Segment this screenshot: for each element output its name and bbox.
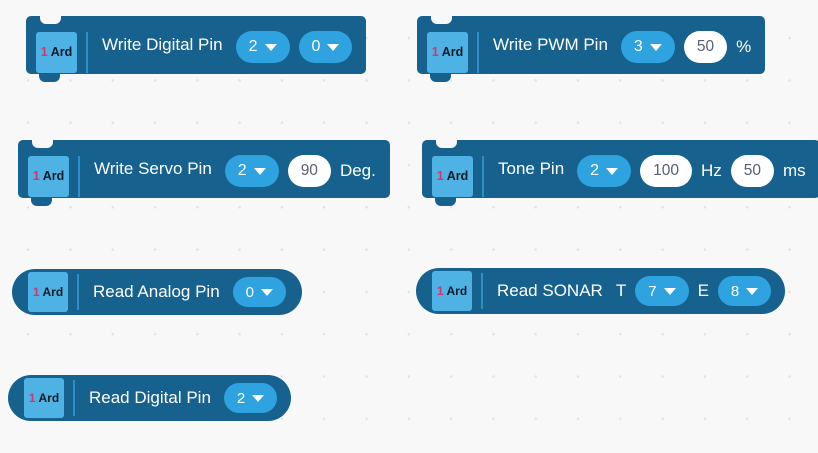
dropdown-value: 2 <box>590 162 600 179</box>
badge-label: Ard <box>42 169 65 183</box>
dropdown-value: 2 <box>237 162 247 179</box>
badge-label: Ard <box>446 169 469 183</box>
pin-dropdown[interactable]: 3 <box>620 31 675 63</box>
badge-number: 1 <box>436 169 444 183</box>
badge-label: Ard <box>50 45 73 59</box>
device-badge: 1 Ard <box>36 31 77 73</box>
unit-label: Deg. <box>339 161 376 180</box>
block-read-analog-pin[interactable]: 1 Ard Read Analog Pin 0 <box>12 269 302 315</box>
badge-number: 1 <box>32 285 40 299</box>
pin-dropdown[interactable]: 2 <box>223 383 278 413</box>
block-tone-pin[interactable]: 1 Ard Tone Pin 2 100 Hz 50 ms <box>422 140 818 206</box>
block-write-servo-pin[interactable]: 1 Ard Write Servo Pin 2 90 Deg. <box>18 140 390 206</box>
echo-arg-label: E <box>697 281 709 300</box>
block-label: Read SONAR <box>497 281 603 300</box>
block-label: Read Analog Pin <box>93 282 220 301</box>
dropdown-value: 2 <box>248 38 258 55</box>
device-badge: 1 Ard <box>28 155 69 197</box>
frequency-input[interactable]: 100 <box>640 155 692 187</box>
badge-separator <box>481 273 483 309</box>
badge-label: Ard <box>42 285 64 299</box>
chevron-down-icon <box>252 394 265 402</box>
block-label: Read Digital Pin <box>89 388 211 407</box>
badge-separator <box>78 155 80 197</box>
badge-separator <box>477 31 479 73</box>
badge-number: 1 <box>28 391 36 405</box>
chevron-down-icon <box>327 43 340 51</box>
badge-separator <box>482 155 484 197</box>
chevron-down-icon <box>663 287 676 295</box>
block-label: Write PWM Pin <box>493 35 608 54</box>
badge-number: 1 <box>40 45 48 59</box>
chevron-down-icon <box>746 287 759 295</box>
badge-separator <box>86 31 88 73</box>
unit-label: % <box>736 37 752 56</box>
device-badge: 1 Ard <box>427 31 468 73</box>
dropdown-value: 7 <box>648 282 657 300</box>
device-badge: 1 Ard <box>432 155 473 197</box>
badge-separator <box>77 274 79 310</box>
device-badge: 1 Ard <box>28 272 68 312</box>
pin-dropdown[interactable]: 0 <box>232 277 286 307</box>
dropdown-value: 0 <box>311 38 321 55</box>
badge-number: 1 <box>436 284 444 298</box>
unit-label: ms <box>782 161 806 180</box>
dropdown-value: 2 <box>236 389 246 407</box>
chevron-down-icon <box>606 167 619 175</box>
chevron-down-icon <box>264 43 277 51</box>
chevron-down-icon <box>253 167 266 175</box>
chevron-down-icon <box>261 288 273 296</box>
block-label: Write Servo Pin <box>94 159 212 178</box>
badge-number: 1 <box>32 169 40 183</box>
block-write-digital-pin[interactable]: 1 Ard Write Digital Pin 2 0 <box>26 16 367 82</box>
trigger-pin-dropdown[interactable]: 7 <box>635 276 689 306</box>
echo-pin-dropdown[interactable]: 8 <box>717 276 772 306</box>
block-label: Write Digital Pin <box>102 35 223 54</box>
badge-separator <box>73 380 75 416</box>
servo-angle-input[interactable]: 90 <box>287 155 331 187</box>
trigger-arg-label: T <box>615 281 627 300</box>
badge-label: Ard <box>441 45 464 59</box>
pin-dropdown[interactable]: 2 <box>224 155 279 187</box>
badge-number: 1 <box>431 45 439 59</box>
block-read-sonar[interactable]: 1 Ard Read SONAR T 7 E 8 <box>416 268 786 314</box>
device-badge: 1 Ard <box>432 271 472 311</box>
dropdown-value: 3 <box>633 38 643 55</box>
block-read-digital-pin[interactable]: 1 Ard Read Digital Pin 2 <box>8 375 292 421</box>
block-label: Tone Pin <box>498 159 565 178</box>
badge-label: Ard <box>38 391 60 405</box>
dropdown-value: 0 <box>245 283 254 301</box>
unit-label: Hz <box>700 161 722 180</box>
value-dropdown[interactable]: 0 <box>298 31 353 63</box>
duration-input[interactable]: 50 <box>730 155 774 187</box>
block-write-pwm-pin[interactable]: 1 Ard Write PWM Pin 3 50 % <box>417 16 766 82</box>
pwm-value-input[interactable]: 50 <box>683 31 728 63</box>
chevron-down-icon <box>649 43 662 51</box>
badge-label: Ard <box>446 284 468 298</box>
pin-dropdown[interactable]: 2 <box>577 155 632 187</box>
dropdown-value: 8 <box>730 282 740 300</box>
device-badge: 1 Ard <box>24 378 64 418</box>
pin-dropdown[interactable]: 2 <box>235 31 290 63</box>
